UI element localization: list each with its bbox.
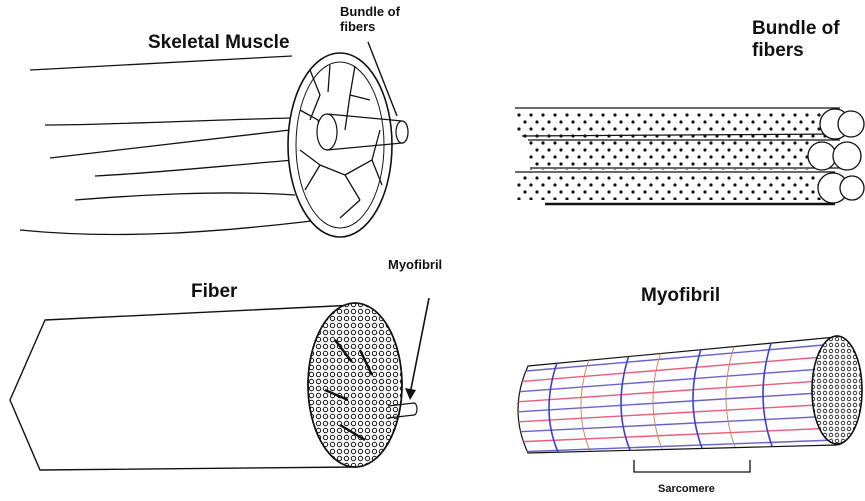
sarcomere-bracket bbox=[634, 460, 750, 472]
myofibril-title: Myofibril bbox=[641, 286, 720, 307]
skeletal-muscle-drawing bbox=[20, 53, 392, 237]
skeletal-bundle-callout: Bundle of fibers bbox=[340, 5, 420, 35]
fiber-title: Fiber bbox=[191, 282, 237, 303]
fiber-drawing bbox=[10, 300, 410, 470]
bundle-of-fibers-drawing bbox=[515, 108, 864, 204]
bundle-of-fibers-title: Bundle of fibers bbox=[752, 18, 862, 62]
fiber-myofibril-callout: Myofibril bbox=[388, 258, 442, 272]
sarcomere-label: Sarcomere bbox=[658, 483, 715, 495]
skeletal-muscle-title: Skeletal Muscle bbox=[148, 33, 290, 54]
myofibril-drawing bbox=[515, 334, 865, 453]
